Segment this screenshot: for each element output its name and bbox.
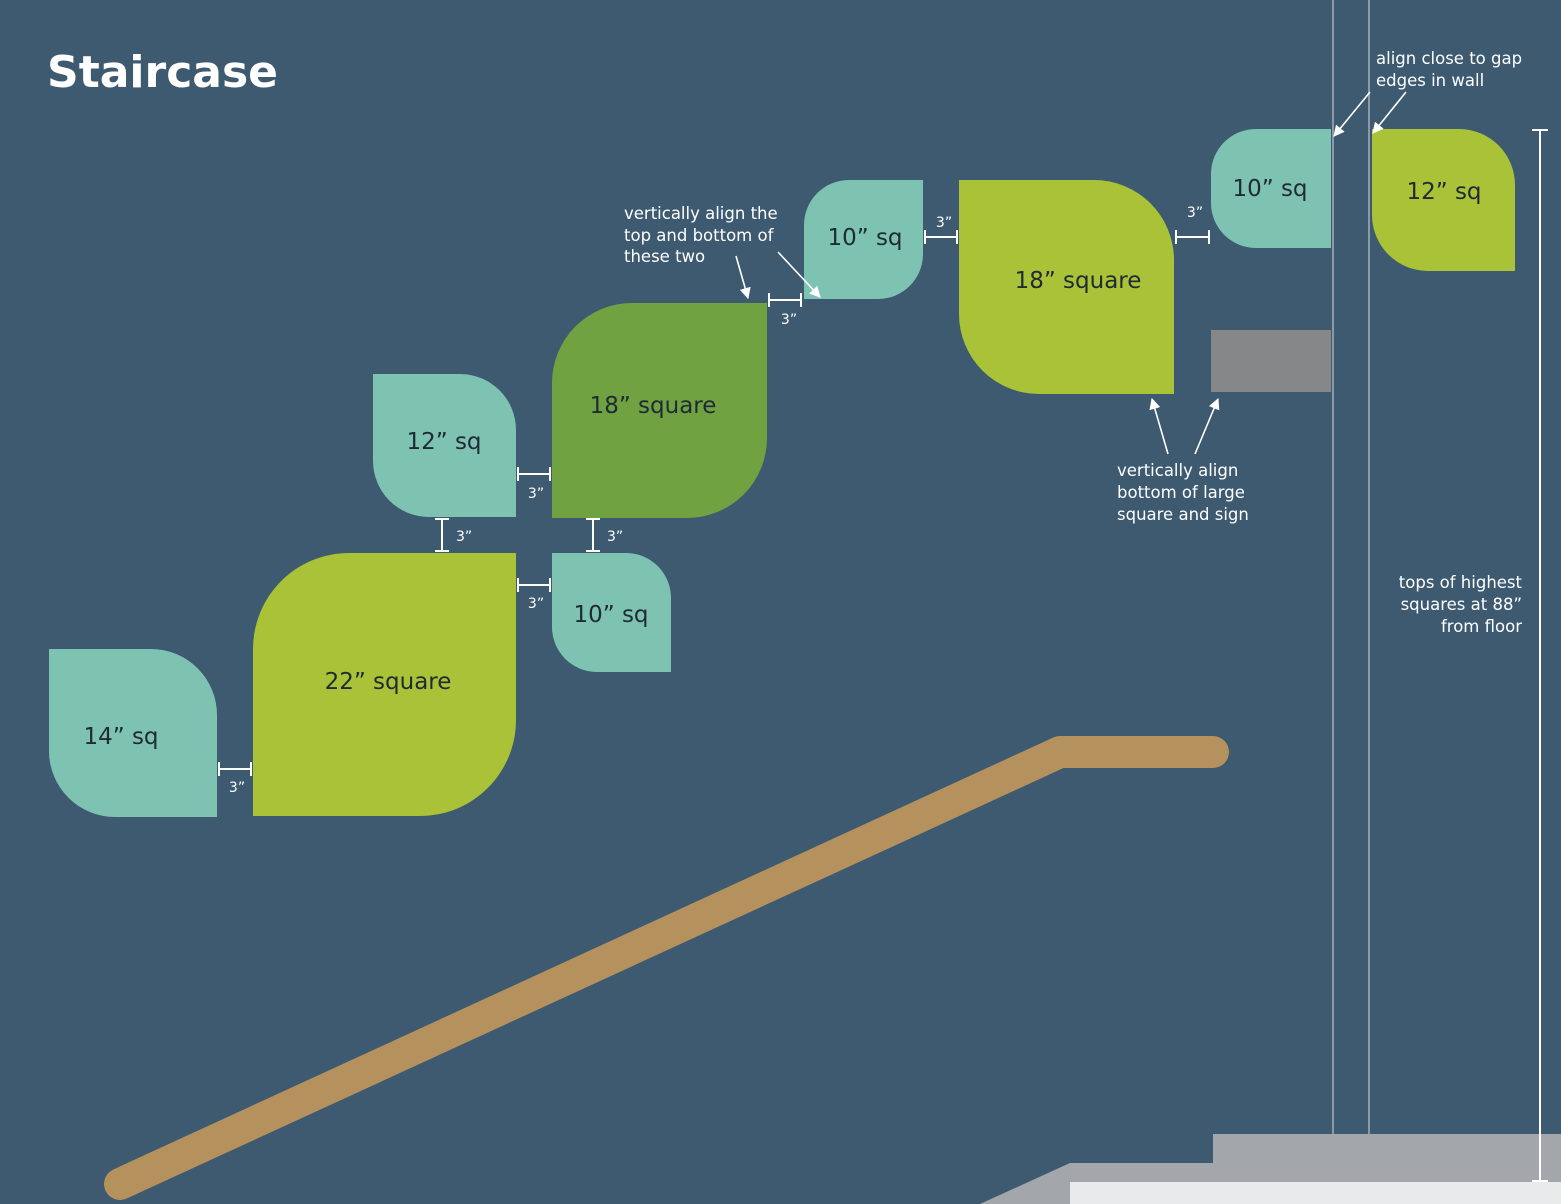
svg-text:from floor: from floor	[1441, 617, 1522, 636]
sign-placeholder	[1211, 330, 1331, 392]
gap-label: 3”	[1187, 205, 1203, 221]
panel-12a-label: 12” sq	[406, 429, 481, 455]
panel-10a	[552, 553, 671, 672]
gap-label: 3”	[936, 215, 952, 231]
gap-label: 3”	[528, 486, 544, 502]
note-align-top-bottom: vertically align the top and bottom of t…	[624, 204, 821, 300]
panel-10a-label: 10” sq	[573, 602, 648, 628]
svg-text:squares at 88”: squares at 88”	[1401, 595, 1522, 614]
panel-22	[253, 553, 516, 816]
svg-text:top and bottom of: top and bottom of	[624, 226, 775, 245]
svg-text:these two: these two	[624, 247, 705, 266]
panel-18a	[552, 303, 767, 518]
gap-dimension: 3”	[586, 518, 623, 552]
gap-dimension: 3”	[218, 762, 252, 796]
svg-text:vertically align the: vertically align the	[624, 204, 778, 223]
arrow-icon	[1194, 397, 1220, 455]
panel-12a	[373, 374, 516, 517]
gap-dimension: 3”	[768, 293, 802, 328]
handrail-icon	[104, 736, 1229, 1200]
arrow-icon	[777, 251, 821, 298]
svg-text:align close to gap: align close to gap	[1376, 49, 1522, 68]
svg-text:bottom of large: bottom of large	[1117, 483, 1245, 502]
height-dimension	[1532, 129, 1548, 1182]
arrow-icon	[1333, 91, 1371, 137]
svg-text:edges in wall: edges in wall	[1376, 71, 1484, 90]
arrow-icon	[735, 255, 751, 300]
gap-dimension: 3”	[517, 467, 551, 502]
panel-22-label: 22” square	[325, 669, 452, 695]
gap-dimension: 3”	[517, 578, 551, 612]
panel-14	[49, 649, 217, 817]
panel-12b-label: 12” sq	[1406, 179, 1481, 205]
gap-dimension: 3”	[435, 518, 472, 552]
page-title: Staircase	[47, 47, 278, 98]
gap-label: 3”	[528, 596, 544, 612]
gap-dimension: 3”	[924, 215, 958, 244]
panel-18b	[959, 180, 1174, 394]
gap-label: 3”	[607, 529, 623, 545]
panel-14-label: 14” sq	[83, 724, 158, 750]
arrow-icon	[1372, 91, 1407, 134]
panel-10b	[804, 180, 923, 299]
note-height: tops of highest squares at 88” from floo…	[1399, 573, 1523, 636]
panel-18a-label: 18” square	[590, 393, 717, 419]
panel-10c	[1211, 129, 1331, 248]
svg-text:square and sign: square and sign	[1117, 505, 1249, 524]
panel-18b-label: 18” square	[1015, 268, 1142, 294]
panel-12b	[1372, 129, 1515, 271]
svg-text:tops of highest: tops of highest	[1399, 573, 1523, 592]
panel-10c-label: 10” sq	[1232, 176, 1307, 202]
gap-label: 3”	[456, 529, 472, 545]
note-align-gap: align close to gap edges in wall	[1333, 49, 1522, 137]
panel-10b-label: 10” sq	[827, 225, 902, 251]
gap-label: 3”	[781, 312, 797, 328]
arrow-icon	[1149, 397, 1169, 455]
gap-label: 3”	[229, 780, 245, 796]
svg-text:vertically align: vertically align	[1117, 461, 1238, 480]
floor-landing	[1070, 1182, 1561, 1204]
gap-dimension: 3”	[1175, 205, 1210, 244]
note-align-bottom: vertically align bottom of large square …	[1117, 397, 1249, 524]
